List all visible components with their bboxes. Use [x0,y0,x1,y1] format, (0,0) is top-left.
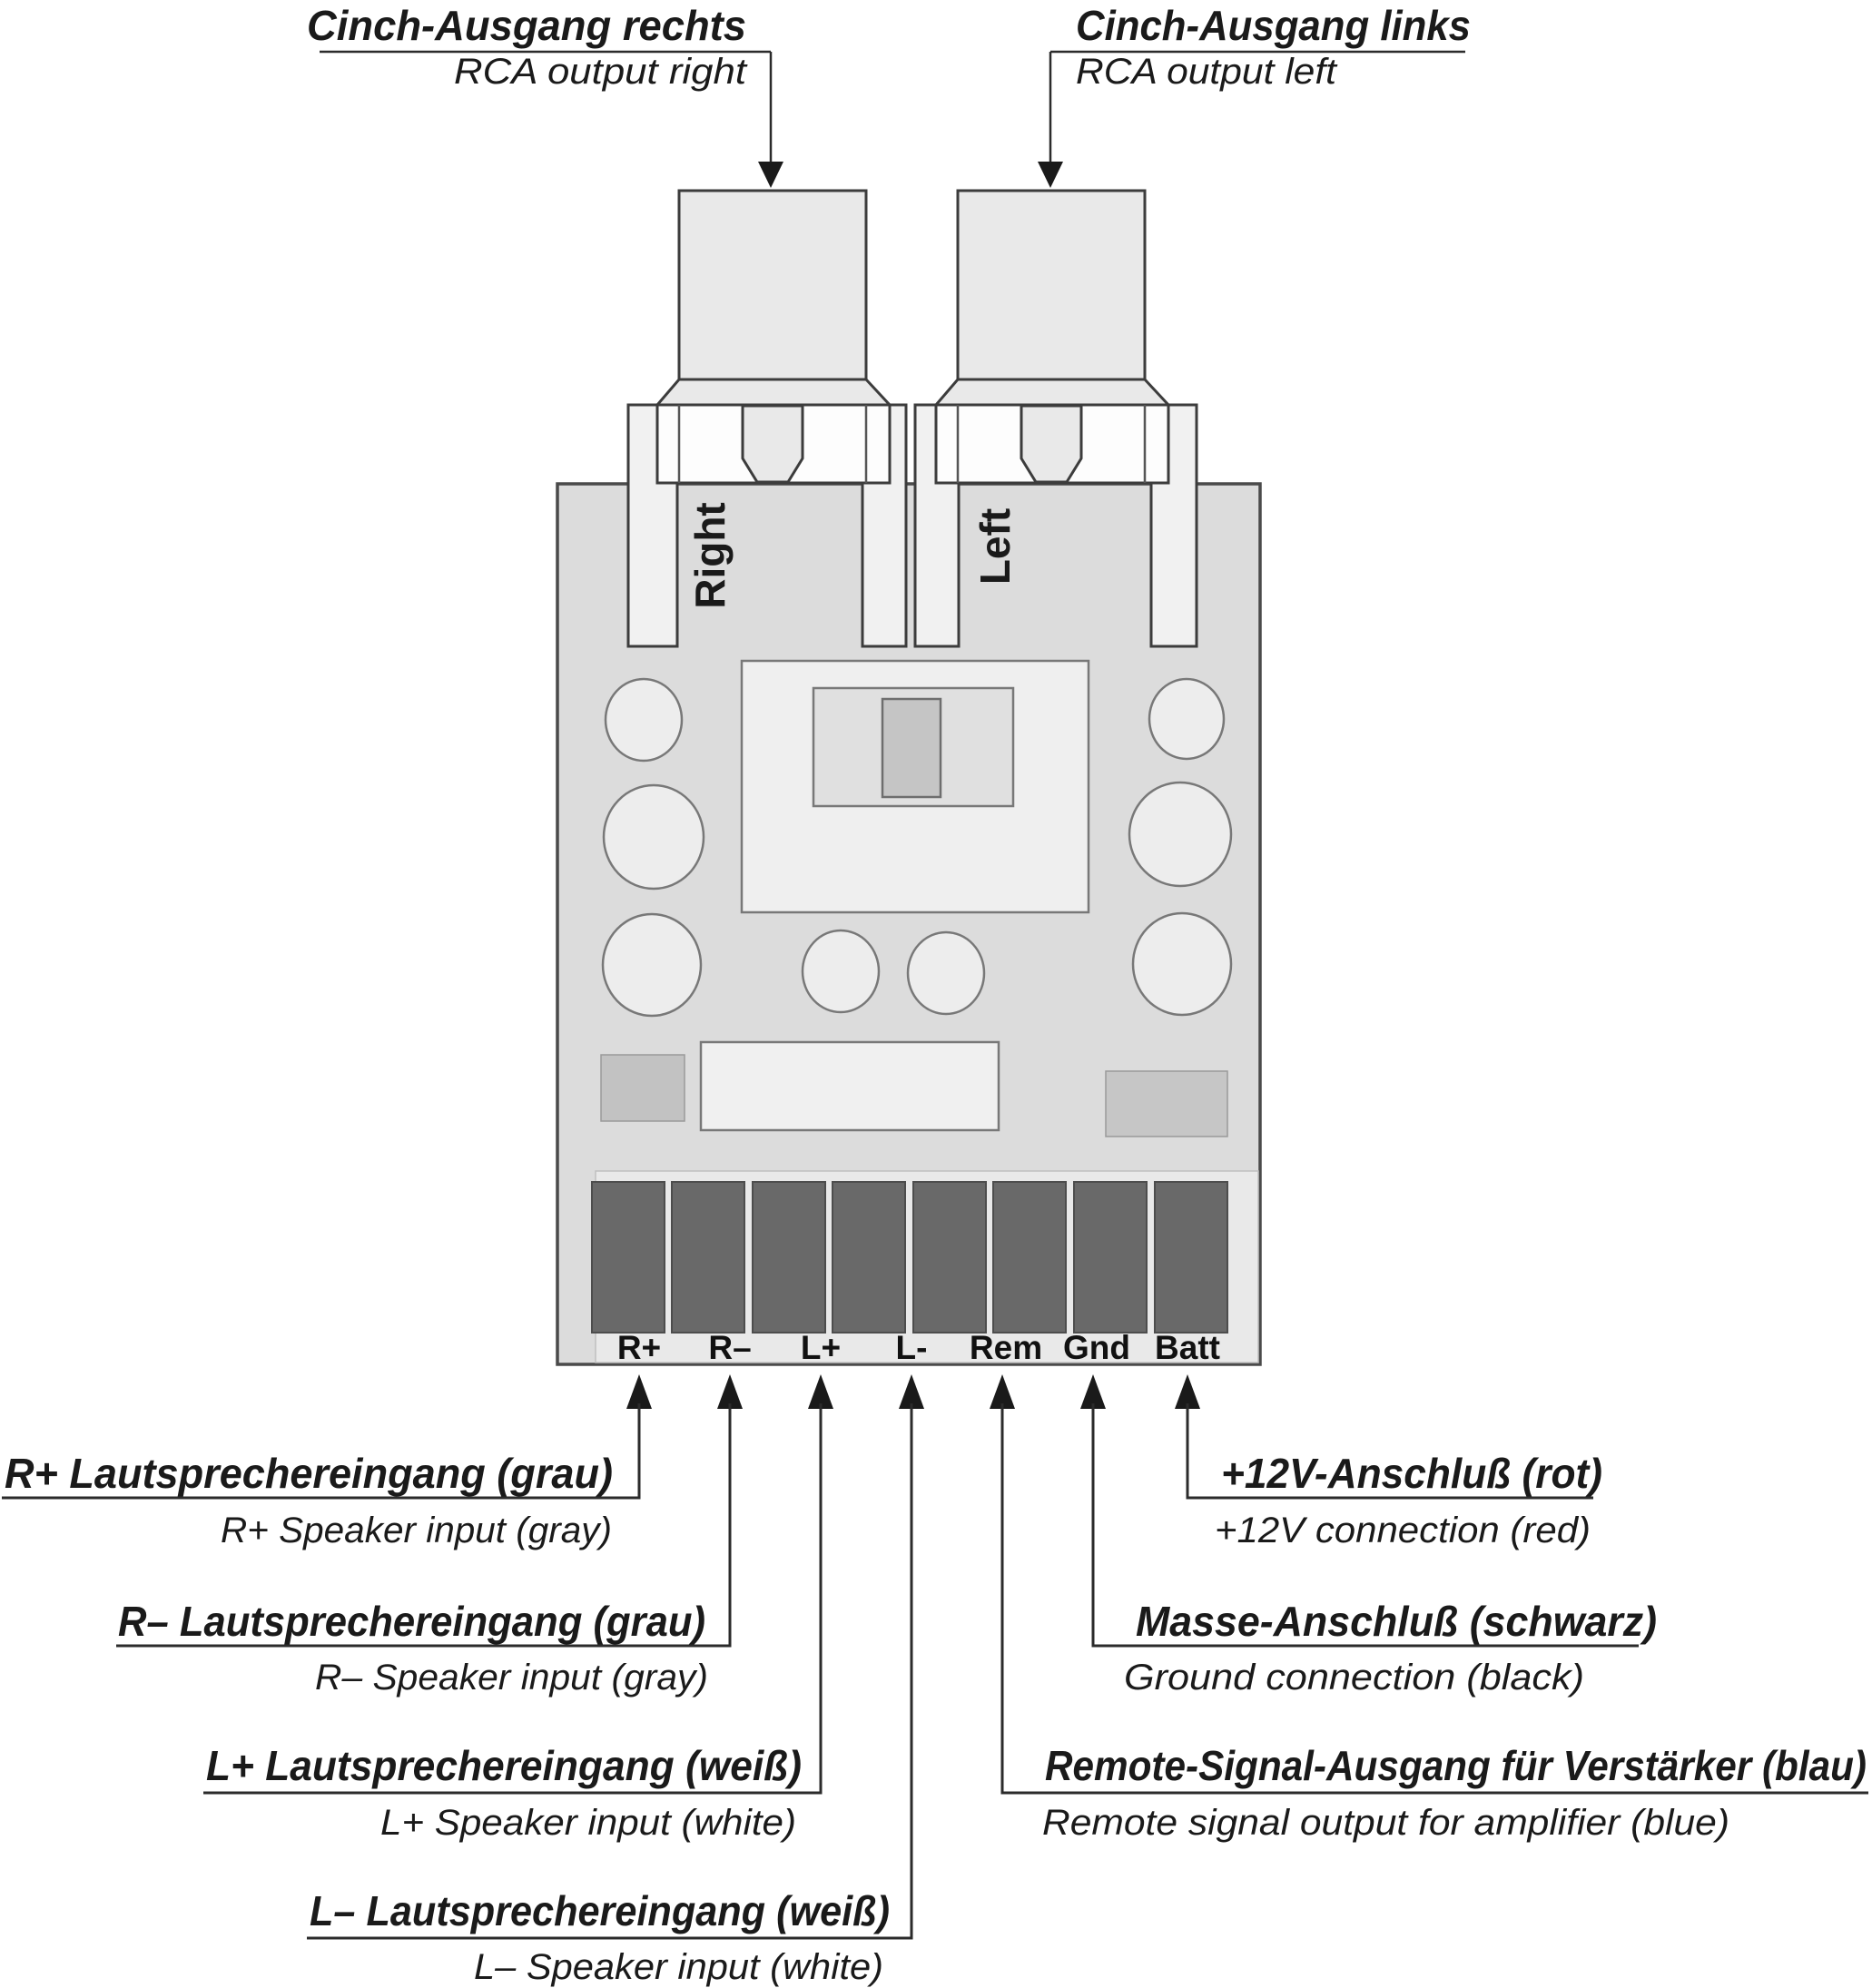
terminal-block-1 [591,1181,665,1334]
label-rem-en: Remote signal output for amplifier (blue… [1042,1803,1729,1843]
terminal-block-6 [992,1181,1067,1334]
capacitor-top-right [1148,677,1226,761]
leader-line-batt [1186,1403,1593,1500]
pad-left [600,1054,685,1122]
ic-block [699,1040,1000,1132]
terminal-label-batt: Batt [1155,1329,1220,1366]
terminal-label-rem: Rem [970,1329,1042,1366]
leader-line-rem [1000,1403,1868,1795]
arrow-up-batt-icon [1175,1374,1200,1409]
label-r-plus-de: R+ Lautsprechereingang (grau) [5,1450,613,1497]
arrow-down-rca-right-icon [758,162,783,188]
terminal-block-3 [752,1181,826,1334]
capacitor-bottom-right [1131,911,1233,1017]
terminal-label-r-plus: R+ [617,1329,661,1366]
pad-right [1105,1070,1228,1137]
capacitor-mid-left [602,783,705,891]
terminal-block-5 [912,1181,987,1334]
label-l-minus-de: L– Lautsprechereingang (weiß) [310,1887,890,1934]
capacitor-center-a [801,929,881,1014]
terminal-label-l-plus: L+ [801,1329,841,1366]
terminal-block-8 [1154,1181,1228,1334]
arrow-up-rem-icon [990,1374,1015,1409]
arrow-up-r-minus-icon [717,1374,743,1409]
label-gnd-en: Ground connection (black) [1124,1658,1584,1698]
terminal-label-l-minus: L- [896,1329,928,1366]
label-batt-en: +12V connection (red) [1215,1511,1591,1550]
terminal-label-r-minus: R– [708,1329,751,1366]
label-r-minus-de: R– Lautsprechereingang (grau) [118,1598,705,1645]
channel-label-right: Right [686,502,734,609]
terminal-block-2 [671,1181,745,1334]
arrow-up-l-minus-icon [899,1374,924,1409]
leader-line-gnd [1091,1403,1639,1648]
rca-center-pin-left [1020,404,1083,484]
capacitor-top-left [604,677,684,763]
label-rca-output-right-en: RCA output right [454,52,748,92]
label-rca-output-left-de: Cinch-Ausgang links [1076,2,1471,49]
rca-plug-neck-right [654,378,893,407]
leader-line-l-minus [307,1403,913,1940]
label-rca-output-left-en: RCA output left [1076,52,1338,92]
arrow-up-r-plus-icon [626,1374,652,1409]
label-batt-de: +12V-Anschluß (rot) [1221,1450,1602,1497]
rca-plug-neck-left [932,378,1172,407]
rca-center-pin-right [741,404,804,484]
terminal-label-gnd: Gnd [1063,1329,1130,1366]
arrow-up-l-plus-icon [808,1374,833,1409]
capacitor-mid-right [1128,781,1233,888]
label-l-plus-de: L+ Lautsprechereingang (weiß) [206,1742,802,1789]
label-l-plus-en: L+ Speaker input (white) [380,1803,796,1843]
label-r-plus-en: R+ Speaker input (gray) [221,1511,612,1550]
terminal-block-7 [1073,1181,1148,1334]
label-rem-de: Remote-Signal-Ausgang für Verstärker (bl… [1045,1742,1867,1789]
channel-label-left: Left [971,508,1019,585]
capacitor-center-b [906,930,986,1016]
relay-core [881,697,942,799]
arrow-down-rca-left-icon [1038,162,1063,188]
rca-plug-body-left [956,189,1147,387]
leader-line-r-minus [116,1403,732,1648]
capacitor-bottom-left [601,912,703,1018]
label-gnd-de: Masse-Anschluß (schwarz) [1136,1598,1657,1645]
leader-line-r-plus [2,1403,641,1500]
terminal-block-4 [832,1181,906,1334]
rca-plug-body-right [677,189,868,387]
leader-line-l-plus [203,1403,823,1795]
label-l-minus-en: L– Speaker input (white) [474,1947,883,1987]
label-rca-output-right-de: Cinch-Ausgang rechts [307,2,746,49]
arrow-up-gnd-icon [1080,1374,1106,1409]
label-r-minus-en: R– Speaker input (gray) [315,1658,708,1698]
